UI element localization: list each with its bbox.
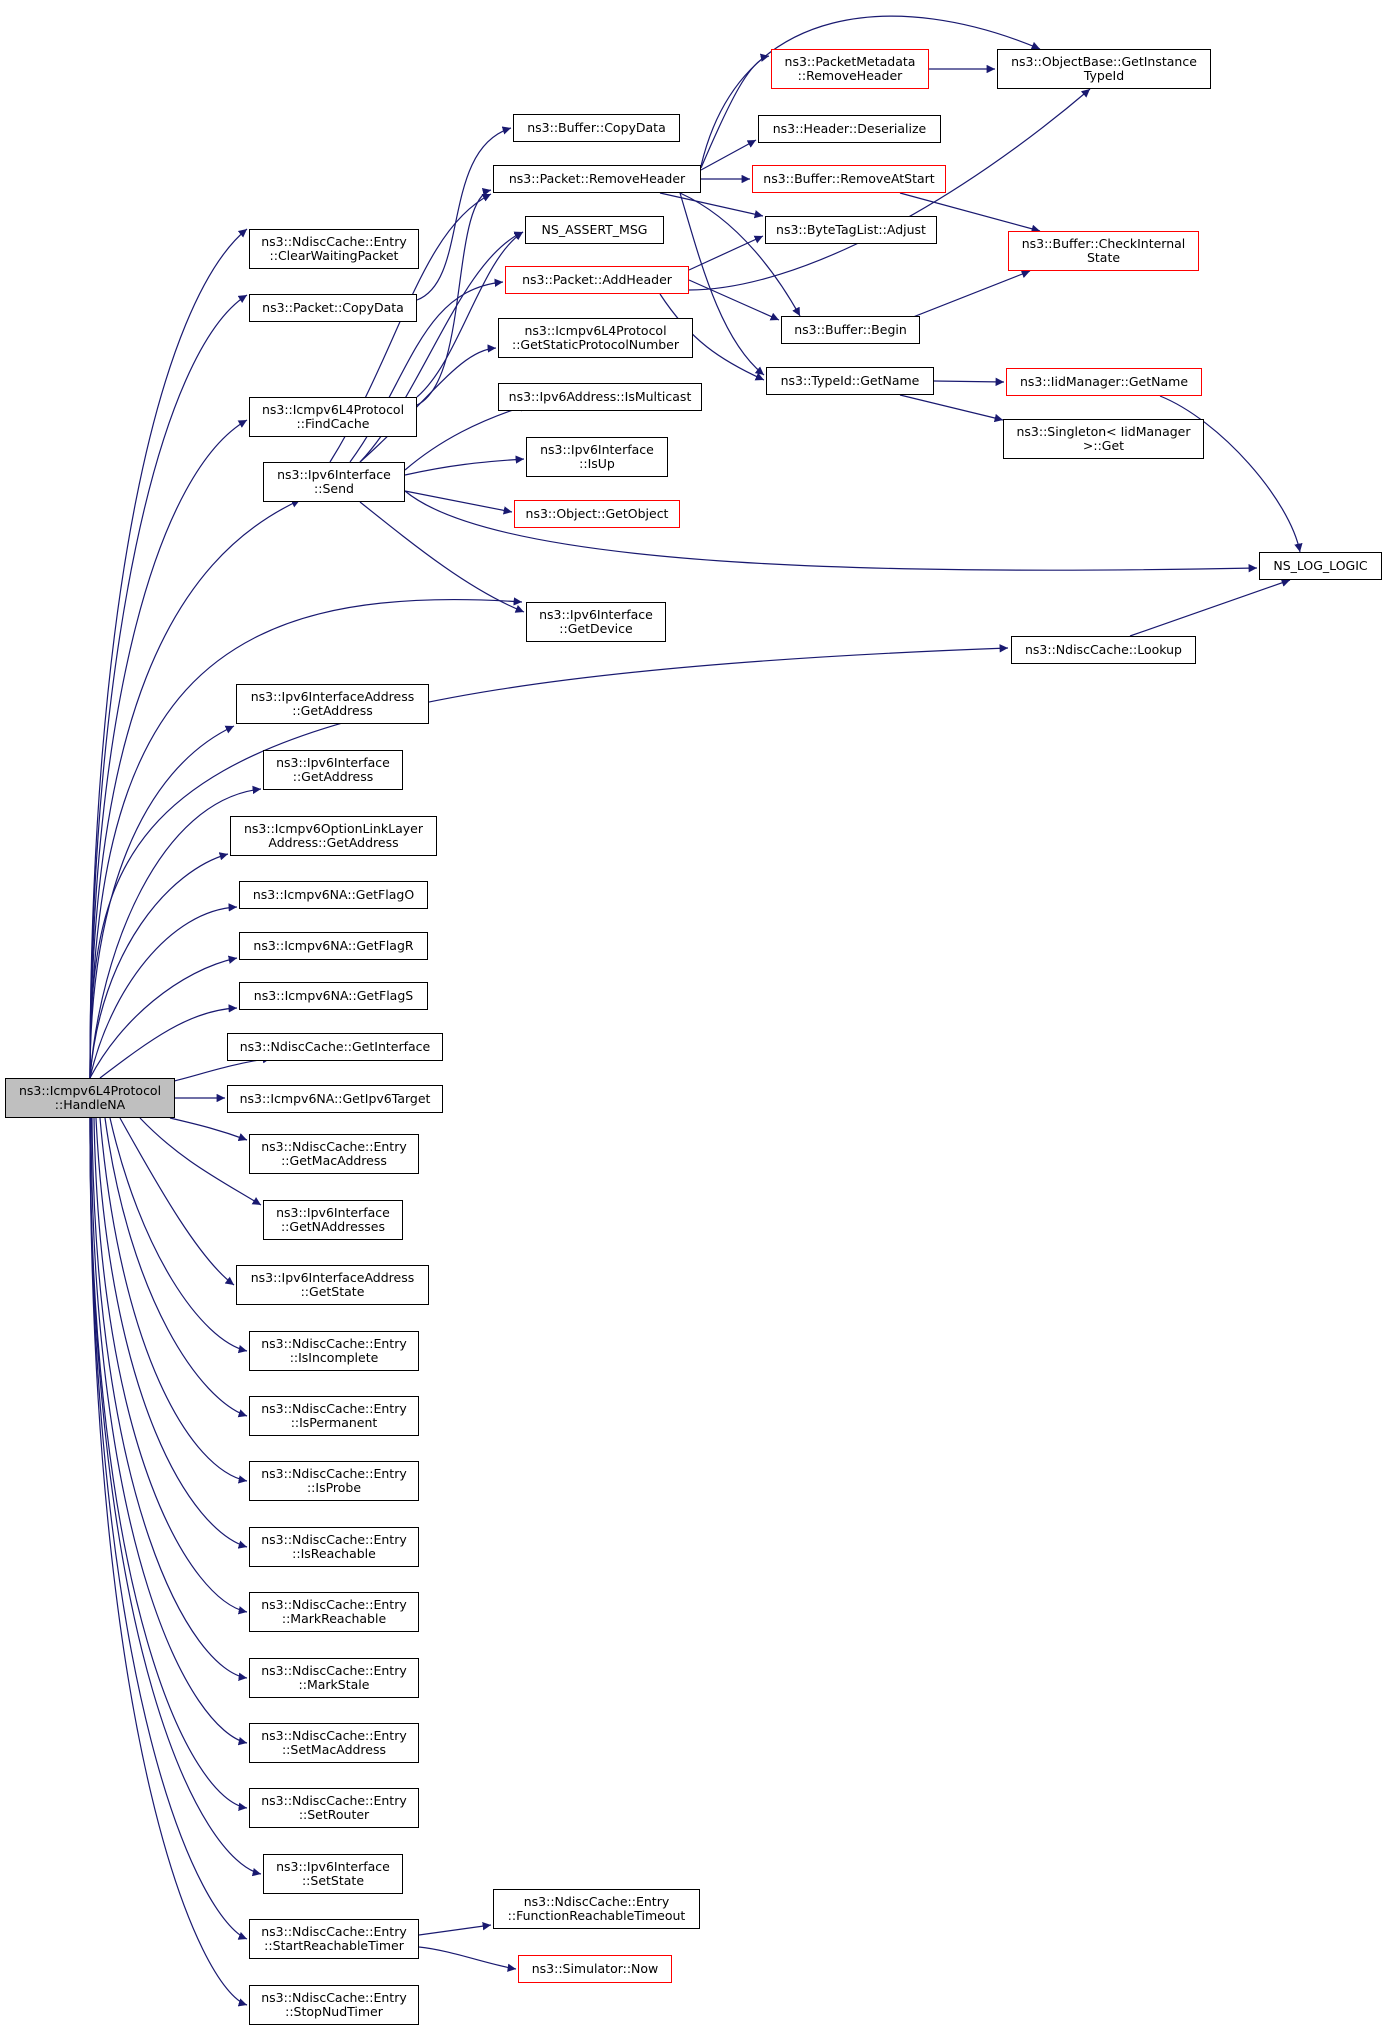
node-isincomplete[interactable]: ns3::NdiscCache::Entry::IsIncomplete bbox=[249, 1331, 419, 1371]
node-ns-assert-msg[interactable]: NS_ASSERT_MSG bbox=[525, 216, 664, 244]
call-edge bbox=[89, 499, 301, 1079]
node-getobject[interactable]: ns3::Object::GetObject bbox=[514, 500, 680, 528]
node-markreachable[interactable]: ns3::NdiscCache::Entry::MarkReachable bbox=[249, 1592, 419, 1632]
node-buffer-removeatstart[interactable]: ns3::Buffer::RemoveAtStart bbox=[752, 165, 946, 193]
node-setrouter[interactable]: ns3::NdiscCache::Entry::SetRouter bbox=[249, 1788, 419, 1828]
node-getmacaddress[interactable]: ns3::NdiscCache::Entry::GetMacAddress bbox=[249, 1134, 419, 1174]
node-find-cache[interactable]: ns3::Icmpv6L4Protocol::FindCache bbox=[249, 397, 417, 437]
node-isreachable[interactable]: ns3::NdiscCache::Entry::IsReachable bbox=[249, 1527, 419, 1567]
node-bytetaglist-adjust[interactable]: ns3::ByteTagList::Adjust bbox=[765, 216, 937, 244]
call-edge bbox=[89, 903, 238, 1079]
node-ndisc-getinterface[interactable]: ns3::NdiscCache::GetInterface bbox=[227, 1033, 443, 1061]
call-edge bbox=[899, 394, 1004, 423]
node-markstale[interactable]: ns3::NdiscCache::Entry::MarkStale bbox=[249, 1658, 419, 1698]
node-header-deserialize[interactable]: ns3::Header::Deserialize bbox=[758, 115, 941, 143]
call-edge bbox=[700, 139, 757, 171]
call-edge bbox=[359, 344, 497, 463]
call-edge bbox=[89, 597, 523, 1079]
call-edge bbox=[95, 1117, 248, 1549]
call-edge bbox=[416, 126, 512, 301]
node-buffer-copydata[interactable]: ns3::Buffer::CopyData bbox=[513, 114, 680, 142]
call-edge bbox=[418, 1921, 492, 1936]
node-getflags[interactable]: ns3::Icmpv6NA::GetFlagS bbox=[239, 982, 428, 1010]
call-edge bbox=[89, 852, 229, 1079]
node-getnaddresses[interactable]: ns3::Ipv6Interface::GetNAddresses bbox=[263, 1200, 403, 1240]
call-edge bbox=[679, 192, 765, 376]
call-edge bbox=[404, 490, 513, 515]
call-edge bbox=[899, 192, 1041, 233]
node-buffer-begin[interactable]: ns3::Buffer::Begin bbox=[781, 316, 920, 344]
node-ns-log-logic[interactable]: NS_LOG_LOGIC bbox=[1259, 552, 1382, 580]
call-edge bbox=[99, 1004, 238, 1079]
node-ipv6if-getaddress[interactable]: ns3::Ipv6Interface::GetAddress bbox=[263, 750, 403, 790]
node-packet-addheader[interactable]: ns3::Packet::AddHeader bbox=[505, 266, 689, 294]
call-edge bbox=[89, 644, 1009, 1079]
call-edge bbox=[700, 15, 1041, 167]
node-ispermanent[interactable]: ns3::NdiscCache::Entry::IsPermanent bbox=[249, 1396, 419, 1436]
node-packet-copydata[interactable]: ns3::Packet::CopyData bbox=[249, 294, 417, 322]
node-ismulticast[interactable]: ns3::Ipv6Address::IsMulticast bbox=[498, 383, 702, 411]
node-ipv6if-isup[interactable]: ns3::Ipv6Interface::IsUp bbox=[526, 437, 668, 477]
node-getflagr[interactable]: ns3::Icmpv6NA::GetFlagR bbox=[239, 932, 428, 960]
node-simulator-now[interactable]: ns3::Simulator::Now bbox=[518, 1955, 672, 1983]
node-ndisc-lookup[interactable]: ns3::NdiscCache::Lookup bbox=[1011, 636, 1196, 664]
node-functionreachabletimeout[interactable]: ns3::NdiscCache::Entry::FunctionReachabl… bbox=[493, 1889, 700, 1929]
call-edge bbox=[659, 192, 764, 219]
node-singleton-get[interactable]: ns3::Singleton< IidManager >::Get bbox=[1003, 419, 1204, 459]
call-edge bbox=[89, 294, 248, 1079]
call-edge bbox=[688, 235, 764, 271]
call-edge bbox=[659, 293, 765, 381]
node-ipv6if-send[interactable]: ns3::Ipv6Interface::Send bbox=[263, 462, 405, 502]
call-edge bbox=[90, 1117, 248, 1746]
call-edge bbox=[89, 955, 238, 1079]
call-edge bbox=[359, 501, 525, 613]
call-edge bbox=[688, 279, 780, 321]
call-edge bbox=[89, 785, 262, 1079]
call-edge bbox=[99, 1117, 248, 1484]
node-startreachabletimer[interactable]: ns3::NdiscCache::Entry::StartReachableTi… bbox=[249, 1919, 419, 1959]
call-edge bbox=[89, 419, 248, 1079]
call-edge bbox=[109, 1117, 248, 1354]
call-edge bbox=[89, 1117, 262, 1877]
node-setstate[interactable]: ns3::Ipv6Interface::SetState bbox=[263, 1854, 403, 1894]
node-getipv6target[interactable]: ns3::Icmpv6NA::GetIpv6Target bbox=[227, 1085, 443, 1113]
node-typeid-getname[interactable]: ns3::TypeId::GetName bbox=[766, 367, 934, 395]
node-getflago[interactable]: ns3::Icmpv6NA::GetFlagO bbox=[239, 881, 428, 909]
call-edge bbox=[679, 192, 801, 317]
node-clear-waiting-packet[interactable]: ns3::NdiscCache::Entry::ClearWaitingPack… bbox=[249, 229, 419, 269]
call-edge bbox=[89, 1117, 248, 2007]
node-stopnudtimer[interactable]: ns3::NdiscCache::Entry::StopNudTimer bbox=[249, 1985, 419, 2025]
call-edge bbox=[1159, 395, 1303, 553]
node-ipv6ifaddr-getaddress[interactable]: ns3::Ipv6InterfaceAddress::GetAddress bbox=[236, 684, 429, 724]
call-edge bbox=[933, 377, 1005, 387]
node-isprobe[interactable]: ns3::NdiscCache::Entry::IsProbe bbox=[249, 1461, 419, 1501]
call-edge bbox=[91, 1117, 248, 1681]
call-edge bbox=[89, 725, 235, 1079]
call-edge bbox=[416, 231, 524, 398]
call-edge bbox=[93, 1117, 248, 1615]
node-handle-na[interactable]: ns3::Icmpv6L4Protocol::HandleNA bbox=[5, 1078, 175, 1118]
call-edge bbox=[89, 228, 248, 1079]
call-edge bbox=[1129, 578, 1291, 637]
node-setmacaddress[interactable]: ns3::NdiscCache::Entry::SetMacAddress bbox=[249, 1723, 419, 1763]
node-packet-removeheader[interactable]: ns3::Packet::RemoveHeader bbox=[493, 165, 701, 193]
node-ipv6if-getdevice[interactable]: ns3::Ipv6Interface::GetDevice bbox=[526, 602, 666, 642]
node-pktmeta-removeheader[interactable]: ns3::PacketMetadata::RemoveHeader bbox=[771, 49, 929, 89]
call-edge bbox=[404, 455, 525, 476]
call-edge bbox=[139, 1117, 262, 1206]
call-edge bbox=[418, 1946, 517, 1972]
call-edge bbox=[404, 490, 1258, 573]
call-edge bbox=[169, 1117, 248, 1142]
call-edge bbox=[119, 1117, 235, 1286]
node-ipv6ifaddr-getstate[interactable]: ns3::Ipv6InterfaceAddress::GetState bbox=[236, 1265, 429, 1305]
node-getstaticprotocolnumber[interactable]: ns3::Icmpv6L4Protocol::GetStaticProtocol… bbox=[498, 318, 693, 358]
node-iidmanager-getname[interactable]: ns3::IidManager::GetName bbox=[1006, 368, 1202, 396]
call-edge bbox=[89, 1117, 248, 1940]
call-edge bbox=[104, 1117, 248, 1418]
